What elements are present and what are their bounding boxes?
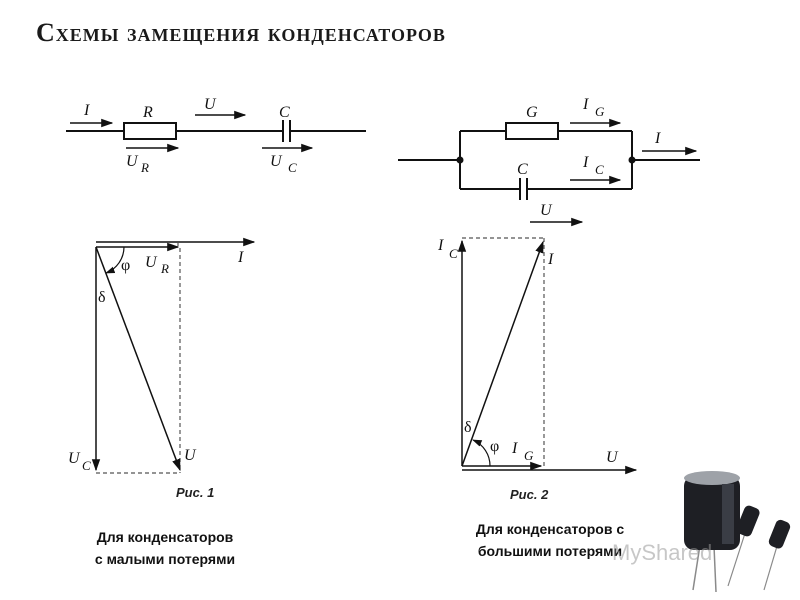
label-vec-ic: I bbox=[437, 237, 444, 254]
label-ig: I bbox=[582, 96, 589, 113]
label-uc-subscript: C bbox=[288, 160, 297, 175]
label-ic: I bbox=[582, 154, 589, 171]
figure2-description-line1: Для конденсаторов с bbox=[475, 521, 625, 537]
label-vec-u: U bbox=[184, 447, 197, 464]
label-vec-ur-subscript: R bbox=[160, 261, 169, 276]
page-title: Схемы замещения конденсаторов bbox=[36, 18, 446, 47]
capacitor-photo bbox=[684, 471, 791, 593]
figure1-description-line2: с малыми потерями bbox=[94, 551, 236, 567]
figure2-description: Для конденсаторов с большими потерями bbox=[452, 518, 648, 562]
label-g: G bbox=[526, 104, 538, 121]
label-phi2: φ bbox=[490, 438, 499, 455]
label-ur-subscript: R bbox=[140, 160, 149, 175]
angle-phi-arc bbox=[105, 246, 125, 274]
resistor-r bbox=[123, 122, 177, 140]
label-vec-ig-subscript: G bbox=[524, 448, 534, 463]
label-c2: C bbox=[517, 161, 528, 178]
junction-right bbox=[628, 156, 636, 164]
label-i2: I bbox=[654, 130, 661, 147]
label-vec-uc: U bbox=[68, 450, 81, 467]
label-u: U bbox=[204, 96, 217, 113]
series-circuit: I R U C U R U C bbox=[66, 96, 366, 175]
vector-i-total bbox=[461, 240, 544, 467]
label-vec-i: I bbox=[237, 249, 244, 266]
junction-left bbox=[456, 156, 464, 164]
lead-2 bbox=[713, 545, 717, 593]
large-capacitor-top bbox=[684, 471, 740, 485]
vector-diagram-fig1: I φ U R δ U C U Рис. 1 bbox=[68, 237, 256, 500]
label-vec-ur: U bbox=[145, 254, 158, 271]
watermark: MyShared bbox=[612, 540, 713, 565]
label-ur: U bbox=[126, 153, 139, 170]
vector-u bbox=[95, 246, 181, 472]
small-capacitor-2 bbox=[768, 519, 791, 549]
label-i: I bbox=[83, 102, 90, 119]
label-vec-ic-subscript: C bbox=[449, 246, 458, 261]
label-delta: δ bbox=[98, 289, 106, 306]
label-ig-subscript: G bbox=[595, 104, 605, 119]
label-vec-u-ref: U bbox=[606, 449, 619, 466]
parallel-circuit: G I G I C I C U bbox=[398, 96, 700, 227]
label-phi: φ bbox=[121, 257, 130, 274]
label-u2: U bbox=[540, 202, 553, 219]
label-vec-uc-subscript: C bbox=[82, 458, 91, 473]
figure1-description-line1: Для конденсаторов bbox=[96, 529, 234, 545]
vector-diagram-fig2: I C I δ φ I G U Рис. 2 bbox=[437, 237, 638, 502]
label-ic-subscript: C bbox=[595, 162, 604, 177]
small-capacitor-1 bbox=[736, 505, 760, 537]
figure1-caption: Рис. 1 bbox=[176, 485, 214, 500]
figure1-description: Для конденсаторов с малыми потерями bbox=[70, 526, 260, 570]
label-vec-ig: I bbox=[511, 440, 518, 457]
conductance-g bbox=[505, 122, 559, 140]
figure2-caption: Рис. 2 bbox=[510, 487, 549, 502]
label-r: R bbox=[142, 104, 153, 121]
label-c: C bbox=[279, 104, 290, 121]
label-delta2: δ bbox=[464, 419, 472, 436]
lead-1 bbox=[692, 544, 701, 591]
figure2-description-line2: большими потерями bbox=[477, 543, 623, 559]
large-capacitor-stripe bbox=[722, 484, 734, 544]
label-vec-i-total: I bbox=[547, 251, 554, 268]
label-uc: U bbox=[270, 153, 283, 170]
angle-phi2-arc bbox=[472, 439, 491, 467]
